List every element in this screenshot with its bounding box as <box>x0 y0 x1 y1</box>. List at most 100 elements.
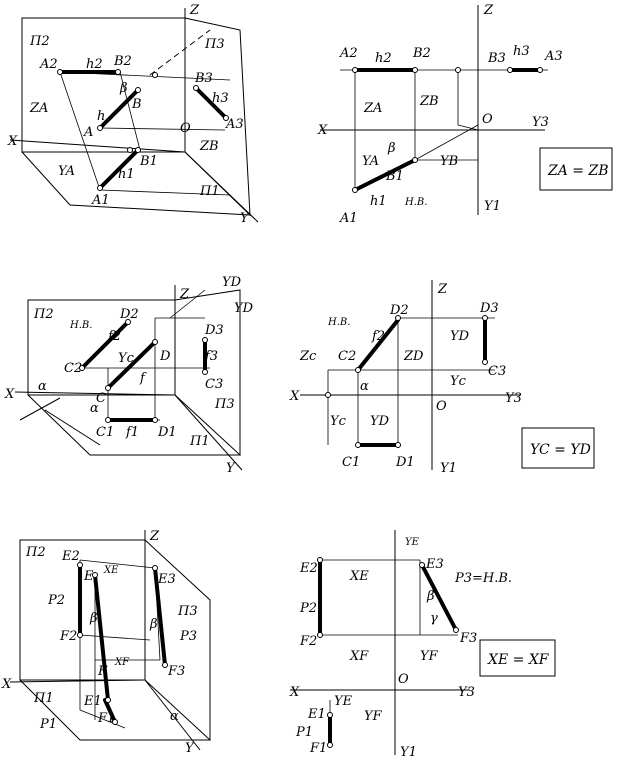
equation-box-3 <box>479 639 556 677</box>
plane-p3-frame <box>144 539 211 742</box>
label-yd: YD <box>234 301 254 316</box>
label-f3: F3 <box>459 631 477 646</box>
label-d3: D3 <box>204 323 224 338</box>
label-yb: YB <box>440 154 458 169</box>
label-y: Y <box>240 211 250 226</box>
x-axis <box>9 679 146 683</box>
label-y: Y <box>185 741 195 756</box>
label-h1: h1 <box>118 167 135 182</box>
label-yf: YF <box>420 649 439 664</box>
label-z: Z <box>149 529 160 544</box>
label-alpha: α <box>170 709 179 724</box>
segment-c2d2 <box>80 320 130 370</box>
y-axis <box>144 679 201 751</box>
label-p3-nv: P3=H.B. <box>454 571 512 586</box>
label-b1: B1 <box>385 169 404 184</box>
label-y3: Y3 <box>532 115 549 130</box>
label-p1: П1 <box>189 434 210 449</box>
figure-1-iso: П2 П3 П1 Z X Y O A2 h2 B2 B A h B3 h3 A3… <box>7 3 259 226</box>
label-f2: F2 <box>299 634 317 649</box>
label-gamma: γ <box>430 611 438 626</box>
label-f2: F2 <box>59 629 77 644</box>
label-z: Z <box>179 287 190 302</box>
plane-p1-frame <box>27 394 240 456</box>
label-c2: C2 <box>64 361 82 376</box>
label-xf: XF <box>114 657 130 668</box>
figure-3-epure: E2 YE E3 P3=H.B. XE P2 β γ F2 XF YF F3 X… <box>289 530 556 760</box>
segment-ab <box>98 88 140 130</box>
segment-a1b1 <box>98 148 140 190</box>
label-ye-top: YE <box>405 537 420 548</box>
label-b2: B2 <box>113 54 132 69</box>
label-p2: П2 <box>25 545 46 560</box>
label-e3: E3 <box>157 572 176 587</box>
x-axis <box>9 139 186 153</box>
label-b2: B2 <box>412 46 431 61</box>
label-h: h <box>97 109 105 124</box>
y-axis <box>184 151 259 223</box>
label-e3: E3 <box>425 557 444 572</box>
label-f2: f2 <box>371 329 385 344</box>
label-p2: П2 <box>29 34 50 49</box>
label-zd: ZD <box>403 349 424 364</box>
label-b1: B1 <box>139 154 158 169</box>
label-a3: A3 <box>544 49 563 64</box>
label-p-2: P2 <box>47 593 65 608</box>
label-ya: YA <box>58 164 75 179</box>
label-yd: YD <box>450 329 470 344</box>
label-c1: C1 <box>342 455 360 470</box>
label-d2: D2 <box>389 303 409 318</box>
label-o: O <box>398 672 409 687</box>
label-a1: A1 <box>91 193 110 208</box>
label-yd-lower: YD <box>370 414 390 429</box>
label-z: Z <box>483 3 494 18</box>
label-p-1: P1 <box>295 725 313 740</box>
label-f3: F3 <box>167 664 185 679</box>
label-p-1: P1 <box>39 717 57 732</box>
label-b: B <box>131 97 142 112</box>
label-h2: h2 <box>375 51 392 66</box>
segment-a3b3 <box>194 86 228 120</box>
label-x: X <box>289 685 300 700</box>
label-x: X <box>1 677 12 692</box>
label-p-3: P3 <box>179 629 197 644</box>
segment-c2d2 <box>356 318 400 372</box>
label-b3: B3 <box>487 51 506 66</box>
label-d1: D1 <box>395 455 415 470</box>
label-yd-top: YD <box>222 275 242 290</box>
label-c2: C2 <box>338 349 356 364</box>
label-o: O <box>180 121 191 136</box>
label-h3: h3 <box>513 44 530 59</box>
figure-1-epure: Z X Y3 Y1 O A2 h2 B2 B3 h3 A3 ZA ZB YA Y… <box>317 3 613 226</box>
label-f3: f3 <box>204 349 218 364</box>
label-ya: YA <box>362 154 379 169</box>
label-o: O <box>482 112 493 127</box>
plane-p1-frame <box>19 679 210 741</box>
label-zb: ZB <box>199 139 219 154</box>
equation-box-1 <box>539 147 613 191</box>
equation-3: XE = XF <box>487 652 550 668</box>
equation-box-2 <box>521 427 595 469</box>
label-yf-lower: YF <box>364 709 383 724</box>
label-p1: П1 <box>199 184 220 199</box>
label-beta-2: β <box>149 617 158 632</box>
label-c3: C3 <box>488 364 506 379</box>
label-e1: E1 <box>307 707 326 722</box>
label-za: ZA <box>29 101 48 116</box>
x-axis <box>14 391 176 396</box>
label-d: D <box>159 349 171 364</box>
label-f1: F1 <box>97 711 115 726</box>
label-nv: H.B. <box>69 320 92 331</box>
label-c3: C3 <box>205 377 223 392</box>
label-c1: C1 <box>96 425 114 440</box>
label-d3: D3 <box>479 301 499 316</box>
label-z: Z <box>437 282 448 297</box>
label-beta: β <box>387 141 396 156</box>
label-xf: XF <box>349 649 369 664</box>
label-a3: A3 <box>225 117 244 132</box>
segment-e1f1 <box>103 698 117 724</box>
plane-p3-frame <box>174 289 241 457</box>
label-f: F <box>97 664 108 679</box>
y-axis <box>174 394 243 471</box>
label-beta: β <box>89 611 98 626</box>
